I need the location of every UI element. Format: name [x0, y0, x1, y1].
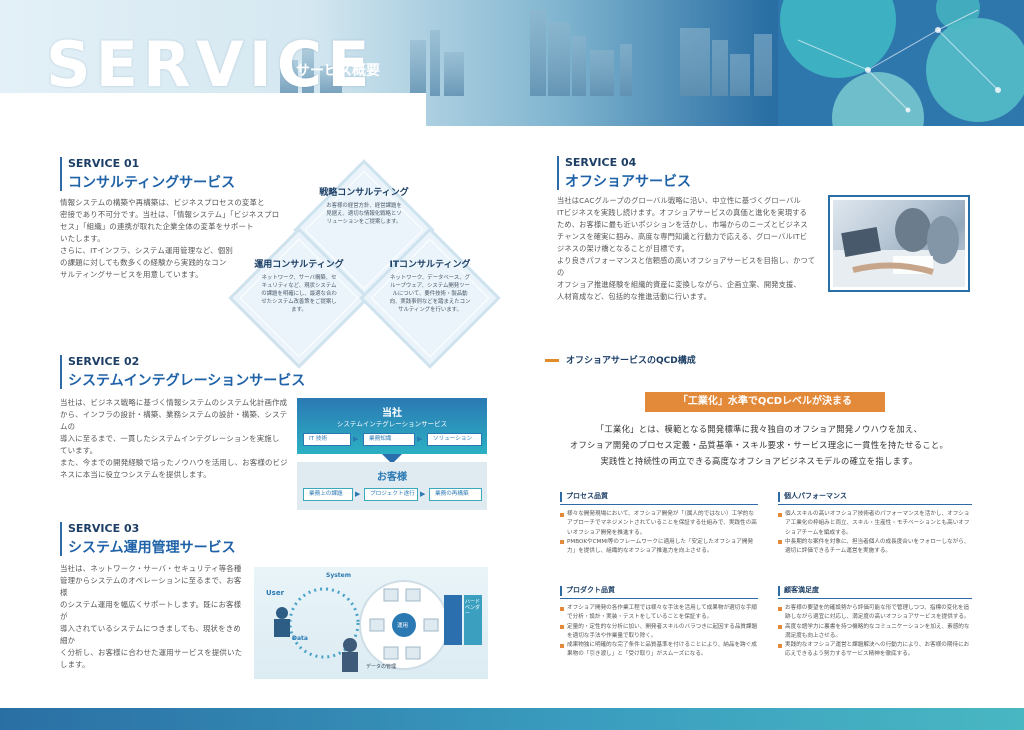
- operations-diagram: User System Data 運用 データの管理 ハードベンダー: [254, 567, 488, 679]
- box-underline: [560, 504, 758, 505]
- label-data: Data: [292, 635, 308, 642]
- service-number: SERVICE 01: [68, 157, 140, 170]
- chip-project-execution: プロジェクト遂行: [364, 488, 418, 501]
- heading-bar: [778, 492, 780, 502]
- chip-business-issues: 業務上の課題: [303, 488, 353, 501]
- arrow-icon: ▶: [353, 435, 359, 443]
- heading-bar: [60, 522, 62, 556]
- list-item: 高度な語学力に裏書を持つ機略的なコミュニケーションを加え、素感的な満足度も向上さ…: [778, 623, 972, 642]
- label-system: System: [326, 572, 351, 579]
- list-item: 定量的・定性的な分析に加い、開発者スキルのバラつきに起因する品質課題を適切な手法…: [560, 623, 758, 642]
- down-arrow-icon: [382, 454, 402, 464]
- list-item: 様々な開発現場において、オフショア開発が「（属人的ではない）工学的なアプローチで…: [560, 510, 758, 538]
- box-customer-satisfaction-list: お客様の要望を的確設勢から評価可能な形で管理しつつ、指標の変化を追跡しながら適宜…: [778, 604, 972, 660]
- company-title: 当社: [382, 408, 402, 419]
- arrow-icon: ▶: [355, 490, 361, 498]
- label-hardware-vendor: ハードベンダー: [465, 599, 481, 617]
- list-item: 実践的なオフショア運営と課題解決への行動力により、お客様の期待にお応えできるよう…: [778, 641, 972, 660]
- chip-business-knowledge: 業務知識: [363, 433, 415, 446]
- list-item: 中長期的な案件を対象に、担当者個人の成長度合いをフォローしながら、適切に評価でき…: [778, 538, 972, 557]
- service-03-body: 当社は、ネットワーク・サーバ・セキュリティ等各種管理からシステムのオペレーション…: [60, 564, 243, 669]
- list-item: お客様の要望を的確設勢から評価可能な形で管理しつつ、指標の変化を追跡しながら適宜…: [778, 604, 972, 623]
- heading-bar: [60, 157, 62, 191]
- heading-bar: [560, 586, 562, 596]
- service-name: コンサルティングサービス: [68, 175, 236, 191]
- diamond-text: ネットワーク、サーバ構築、セキュリティなど、現状システムの課題を明確にし、最適な…: [261, 275, 337, 313]
- box-title: プロダクト品質: [566, 586, 615, 594]
- arrow-icon: ▶: [417, 435, 423, 443]
- city-skyline-image: [280, 10, 772, 96]
- diamond-text: ネットワーク、データベース、グループウェア、システム開発ツールについて、要件技術…: [389, 275, 471, 313]
- heading-bar: [560, 492, 562, 502]
- arrow-icon: ▶: [420, 490, 426, 498]
- box-title: 顧客満足度: [784, 586, 819, 594]
- label-operation: 運用: [397, 623, 409, 629]
- page-subtitle: サービス概要: [296, 63, 380, 79]
- label-data-management: データの管理: [366, 664, 397, 670]
- business-meeting-photo-frame: [828, 195, 970, 292]
- customer-title: お客様: [377, 472, 407, 483]
- box-underline: [778, 598, 972, 599]
- service-number: SERVICE 04: [565, 156, 637, 169]
- diamond-it: ITコンサルティング ネットワーク、データベース、グループウェア、システム開発ツ…: [358, 226, 502, 370]
- qcd-band: 「工業化」水準でQCDレベルが決まる: [645, 392, 885, 412]
- heading-bar: [778, 586, 780, 596]
- diamond-title: 戦略コンサルティング: [319, 188, 409, 198]
- box-customer-satisfaction-heading: 顧客満足度: [778, 584, 972, 598]
- service-name: システム運用管理サービス: [68, 540, 236, 556]
- box-underline: [778, 504, 972, 505]
- list-item: オフショア開発の各作業工程では様々な手法を活用して成果物が適切な手順で分析・設計…: [560, 604, 758, 623]
- integration-customer-block: お客様: [297, 462, 487, 510]
- box-individual-performance-heading: 個人パフォーマンス: [778, 490, 972, 504]
- box-title: プロセス品質: [566, 492, 608, 500]
- service-number: SERVICE 02: [68, 355, 140, 368]
- operations-illustration: [274, 580, 482, 672]
- qcd-accent-dash: [545, 359, 559, 362]
- page-title: SERVICE: [46, 28, 375, 101]
- qcd-lead-text: 「工業化」とは、模範となる開発標準に我々独自のオフショア開発ノウハウを加え、オフ…: [569, 424, 949, 466]
- list-item: 個人スキルの高いオフショア技術者のパフォーマンスを活かし、オフショア工業化の枠組…: [778, 510, 972, 538]
- qcd-heading: オフショアサービスのQCD構成: [566, 356, 696, 366]
- business-meeting-photo: [833, 200, 965, 287]
- list-item: PMBOKやCMMI等のフレームワークに適用した「安定したオフショア開発力」を提…: [560, 538, 758, 557]
- heading-bar: [60, 355, 62, 389]
- diamond-title: 運用コンサルティング: [254, 260, 344, 270]
- company-subtitle: システムインテグレーションサービス: [336, 420, 448, 428]
- chip-solution: ソリューション: [427, 433, 482, 446]
- box-individual-performance-list: 個人スキルの高いオフショア技術者のパフォーマンスを活かし、オフショア工業化の枠組…: [778, 510, 972, 556]
- chip-it-tech: IT 技術: [303, 433, 351, 446]
- service-01-body: 情報システムの構築や再構築は、ビジネスプロセスの変革と密接であり不可分です。当社…: [60, 198, 280, 279]
- box-process-quality-list: 様々な開発現場において、オフショア開発が「（属人的ではない）工学的なアプローチで…: [560, 510, 758, 556]
- box-title: 個人パフォーマンス: [784, 492, 847, 500]
- box-process-quality-heading: プロセス品質: [560, 490, 758, 504]
- list-item: 成果物独に明確的な完了条件と品質基準を付けることにより、納品を跨ぐ成果物の「引き…: [560, 641, 758, 660]
- diamond-strategy: 戦略コンサルティング お客様の経営方針、経営課題を見据え、適切な情報化戦略とソリ…: [292, 158, 436, 302]
- diamond-operations: 運用コンサルティング ネットワーク、サーバ構築、セキュリティなど、現状システムの…: [227, 226, 371, 370]
- heading-bar: [557, 156, 559, 190]
- service-name: オフショアサービス: [565, 174, 691, 190]
- service-number: SERVICE 03: [68, 522, 140, 535]
- decorative-network-graphic: [778, 0, 1024, 126]
- service-name: システムインテグレーションサービス: [68, 373, 306, 389]
- label-user: User: [266, 589, 285, 597]
- chip-business-rebuild: 業務の再構築: [429, 488, 482, 501]
- service-02-body: 当社は、ビジネス戦略に基づく情報システムのシステム化計画作成から、インフラの設計…: [60, 398, 288, 479]
- box-product-quality-heading: プロダクト品質: [560, 584, 758, 598]
- diamond-title: ITコンサルティング: [389, 260, 471, 270]
- box-product-quality-list: オフショア開発の各作業工程では様々な手法を活用して成果物が適切な手順で分析・設計…: [560, 604, 758, 660]
- box-underline: [560, 598, 758, 599]
- diamond-text: お客様の経営方針、経営課題を見据え、適切な情報化戦略とソリューションをご提案しま…: [326, 203, 402, 225]
- header-white-strip: [0, 93, 426, 126]
- footer-band: [0, 708, 1024, 730]
